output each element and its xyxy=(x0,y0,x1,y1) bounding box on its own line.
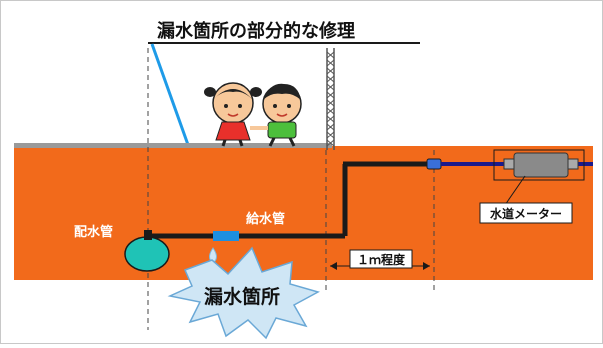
water-meter-label: 水道メーター xyxy=(490,206,562,221)
pipe-fitting xyxy=(426,158,442,170)
distance-label: １ｍ程度 xyxy=(357,252,406,267)
distribution-main-label: 配水管 xyxy=(74,224,113,240)
water-meter-icon xyxy=(493,149,585,181)
service-pipe-label: 給水管 xyxy=(246,211,285,227)
meter-leader-line xyxy=(504,175,526,206)
fence-post xyxy=(326,48,335,150)
children-illustration xyxy=(204,82,302,147)
main-tap xyxy=(144,230,152,240)
distance-label-box xyxy=(349,249,413,269)
repair-section xyxy=(213,231,239,241)
distribution-main xyxy=(124,236,170,272)
road-surface xyxy=(14,143,332,148)
leak-point-label: 漏水箇所 xyxy=(204,285,280,308)
service-pipe xyxy=(148,161,427,239)
diagram-title: 漏水箇所の部分的な修理 xyxy=(157,20,355,42)
water-meter-label-box xyxy=(479,202,573,224)
leak-burst xyxy=(167,246,320,340)
